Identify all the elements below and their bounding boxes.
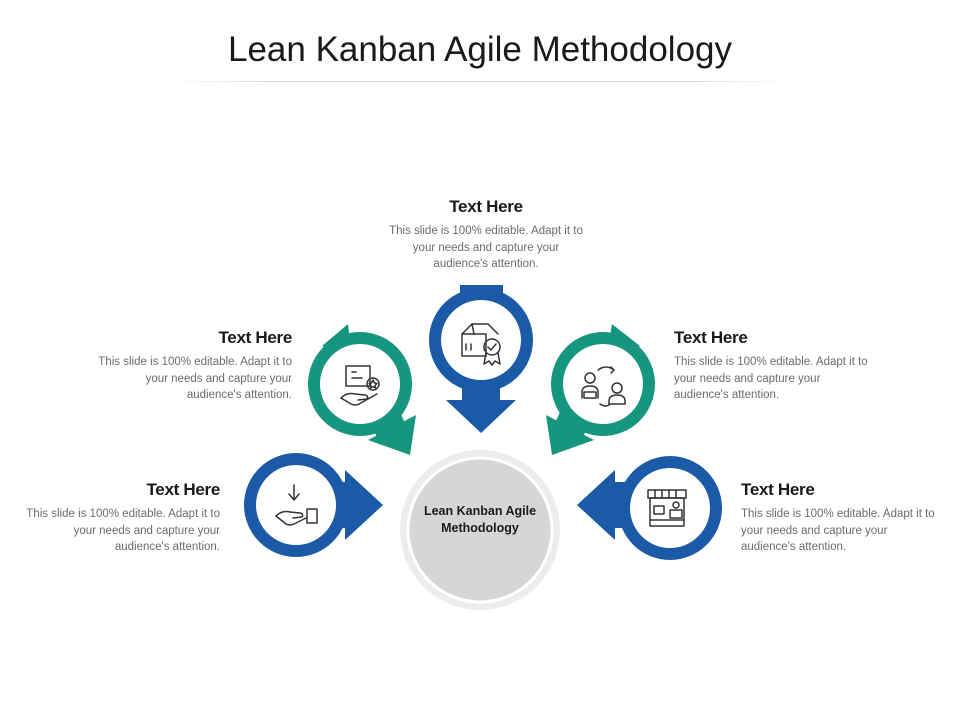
storefront-icon xyxy=(647,489,687,527)
item-3-heading: Text Here xyxy=(449,197,523,216)
node-2 xyxy=(308,324,416,455)
title-divider xyxy=(165,81,795,82)
item-3-description: This slide is 100% editable. Adapt it to… xyxy=(389,225,583,270)
item-2-text: Text Here This slide is 100% editable. A… xyxy=(92,328,292,404)
hand-box-star-icon xyxy=(340,365,380,406)
item-2-heading: Text Here xyxy=(218,328,292,347)
hand-receive-arrow-icon xyxy=(275,484,318,526)
item-1-heading: Text Here xyxy=(146,480,220,499)
node-3 xyxy=(429,285,533,433)
item-4-description: This slide is 100% editable. Adapt it to… xyxy=(674,356,868,401)
item-5-description: This slide is 100% editable. Adapt it to… xyxy=(741,508,935,553)
item-3-text: Text Here This slide is 100% editable. A… xyxy=(385,197,587,273)
people-exchange-icon xyxy=(581,366,626,407)
node-3-arrow xyxy=(446,385,516,433)
item-4-heading: Text Here xyxy=(674,328,748,347)
node-4 xyxy=(546,324,655,455)
item-4-text: Text Here This slide is 100% editable. A… xyxy=(674,328,874,404)
node-1 xyxy=(244,453,383,557)
node-5-arrow xyxy=(577,470,630,540)
item-1-description: This slide is 100% editable. Adapt it to… xyxy=(26,508,220,553)
item-5-heading: Text Here xyxy=(741,480,815,499)
center-node xyxy=(400,450,560,610)
box-award-badge-icon xyxy=(461,323,501,366)
item-5-text: Text Here This slide is 100% editable. A… xyxy=(741,480,941,556)
item-1-text: Text Here This slide is 100% editable. A… xyxy=(20,480,220,556)
node-5 xyxy=(577,456,722,560)
item-2-description: This slide is 100% editable. Adapt it to… xyxy=(98,356,292,401)
page-title: Lean Kanban Agile Methodology xyxy=(227,30,732,69)
center-label: Lean Kanban Agile Methodology xyxy=(423,504,537,535)
